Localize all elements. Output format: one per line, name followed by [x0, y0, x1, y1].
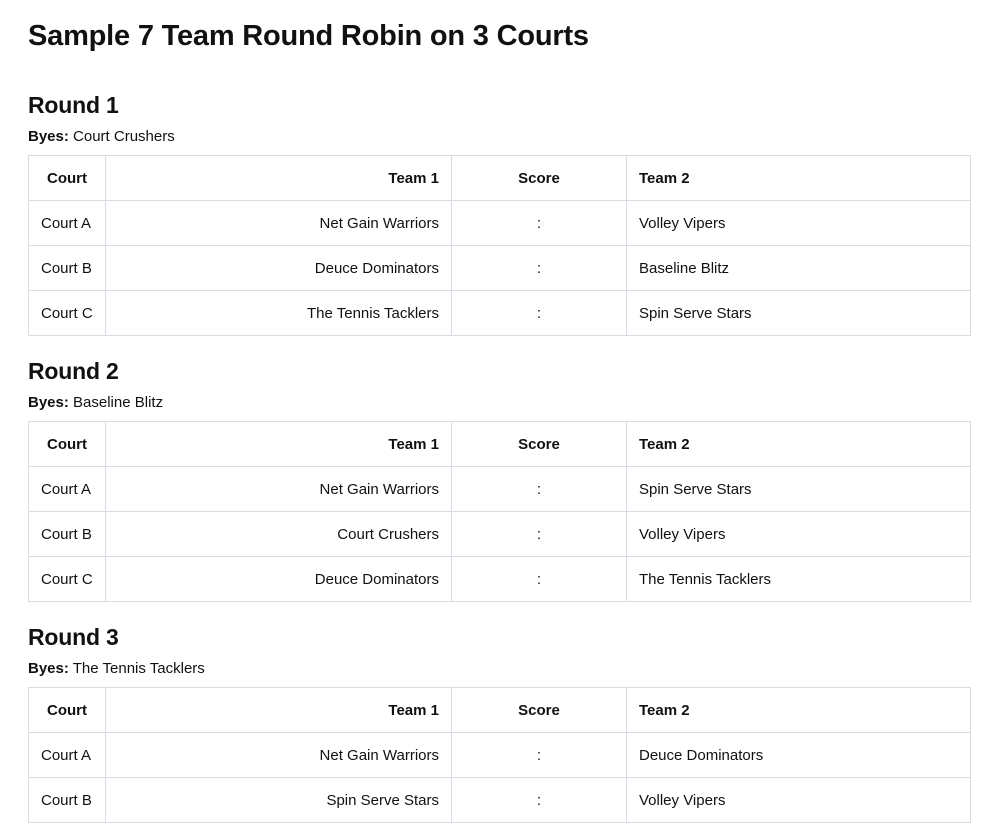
- cell-court: Court A: [28, 200, 106, 246]
- cell-team1: The Tennis Tacklers: [105, 290, 452, 336]
- cell-court: Court B: [28, 511, 106, 557]
- cell-score: :: [451, 290, 627, 336]
- table-row: Court A Net Gain Warriors : Volley Viper…: [28, 200, 971, 246]
- byes-label: Byes:: [28, 128, 69, 145]
- cell-team2: Spin Serve Stars: [626, 466, 971, 512]
- header-court: Court: [28, 421, 106, 467]
- cell-score: :: [451, 511, 627, 557]
- table-header-row: Court Team 1 Score Team 2: [28, 421, 971, 467]
- header-team2: Team 2: [626, 687, 971, 733]
- cell-court: Court A: [28, 466, 106, 512]
- cell-team2: Volley Vipers: [626, 511, 971, 557]
- header-score: Score: [451, 155, 627, 201]
- byes-line: Byes: Baseline Blitz: [28, 393, 971, 413]
- cell-team1: Net Gain Warriors: [105, 200, 452, 246]
- cell-team1: Deuce Dominators: [105, 245, 452, 291]
- cell-court: Court B: [28, 245, 106, 291]
- header-team2: Team 2: [626, 155, 971, 201]
- cell-team1: Spin Serve Stars: [105, 777, 452, 823]
- cell-team1: Net Gain Warriors: [105, 466, 452, 512]
- cell-court: Court C: [28, 556, 106, 602]
- cell-court: Court A: [28, 732, 106, 778]
- header-court: Court: [28, 687, 106, 733]
- cell-score: :: [451, 200, 627, 246]
- cell-team2: Spin Serve Stars: [626, 290, 971, 336]
- table-row: Court A Net Gain Warriors : Spin Serve S…: [28, 466, 971, 512]
- cell-team1: Court Crushers: [105, 511, 452, 557]
- cell-score: :: [451, 245, 627, 291]
- header-score: Score: [451, 421, 627, 467]
- round-title: Round 1: [28, 92, 119, 118]
- byes-team: Baseline Blitz: [73, 394, 164, 411]
- cell-score: :: [451, 556, 627, 602]
- header-team1: Team 1: [105, 155, 452, 201]
- cell-court: Court C: [28, 290, 106, 336]
- cell-score: :: [451, 466, 627, 512]
- cell-team1: Deuce Dominators: [105, 556, 452, 602]
- header-team1: Team 1: [105, 687, 452, 733]
- cell-score: :: [451, 777, 627, 823]
- page-title: Sample 7 Team Round Robin on 3 Courts: [28, 20, 589, 52]
- byes-line: Byes: The Tennis Tacklers: [28, 659, 971, 679]
- cell-court: Court B: [28, 777, 106, 823]
- byes-team: Court Crushers: [73, 128, 175, 145]
- cell-team2: The Tennis Tacklers: [626, 556, 971, 602]
- byes-label: Byes:: [28, 394, 69, 411]
- byes-label: Byes:: [28, 660, 69, 677]
- round-3: Round 3 Byes: The Tennis Tacklers Court …: [28, 623, 971, 823]
- round-2: Round 2 Byes: Baseline Blitz Court Team …: [28, 357, 971, 602]
- schedule-table: Court Team 1 Score Team 2 Court A Net Ga…: [28, 155, 971, 336]
- table-row: Court C Deuce Dominators : The Tennis Ta…: [28, 556, 971, 602]
- round-title: Round 2: [28, 358, 119, 384]
- table-header-row: Court Team 1 Score Team 2: [28, 155, 971, 201]
- table-header-row: Court Team 1 Score Team 2: [28, 687, 971, 733]
- byes-line: Byes: Court Crushers: [28, 127, 971, 147]
- cell-team2: Volley Vipers: [626, 200, 971, 246]
- cell-team2: Volley Vipers: [626, 777, 971, 823]
- table-row: Court A Net Gain Warriors : Deuce Domina…: [28, 732, 971, 778]
- schedule-table: Court Team 1 Score Team 2 Court A Net Ga…: [28, 687, 971, 823]
- byes-team: The Tennis Tacklers: [72, 660, 205, 677]
- header-team2: Team 2: [626, 421, 971, 467]
- table-row: Court C The Tennis Tacklers : Spin Serve…: [28, 290, 971, 336]
- cell-team2: Baseline Blitz: [626, 245, 971, 291]
- cell-score: :: [451, 732, 627, 778]
- round-1: Round 1 Byes: Court Crushers Court Team …: [28, 91, 971, 336]
- header-court: Court: [28, 155, 106, 201]
- round-title: Round 3: [28, 624, 119, 650]
- header-team1: Team 1: [105, 421, 452, 467]
- header-score: Score: [451, 687, 627, 733]
- table-row: Court B Deuce Dominators : Baseline Blit…: [28, 245, 971, 291]
- cell-team1: Net Gain Warriors: [105, 732, 452, 778]
- table-row: Court B Spin Serve Stars : Volley Vipers: [28, 777, 971, 823]
- table-row: Court B Court Crushers : Volley Vipers: [28, 511, 971, 557]
- cell-team2: Deuce Dominators: [626, 732, 971, 778]
- schedule-table: Court Team 1 Score Team 2 Court A Net Ga…: [28, 421, 971, 602]
